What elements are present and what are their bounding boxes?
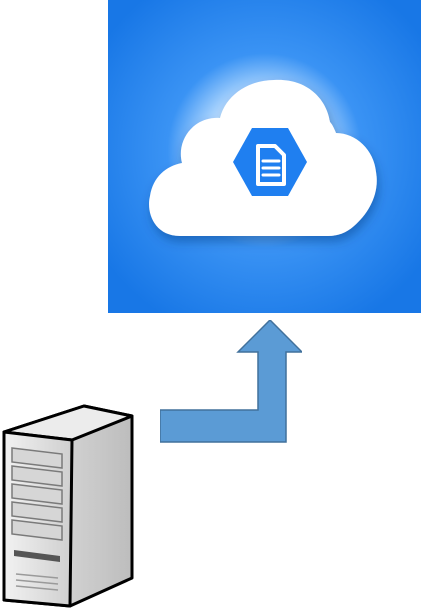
drive-bays	[11, 447, 63, 541]
server-tower-icon	[2, 404, 134, 608]
document-icon	[233, 128, 307, 196]
power-slot	[14, 550, 60, 562]
upload-arrow-icon	[160, 320, 302, 443]
vent-lines	[15, 573, 59, 591]
cloud-storage-tile	[108, 0, 421, 313]
